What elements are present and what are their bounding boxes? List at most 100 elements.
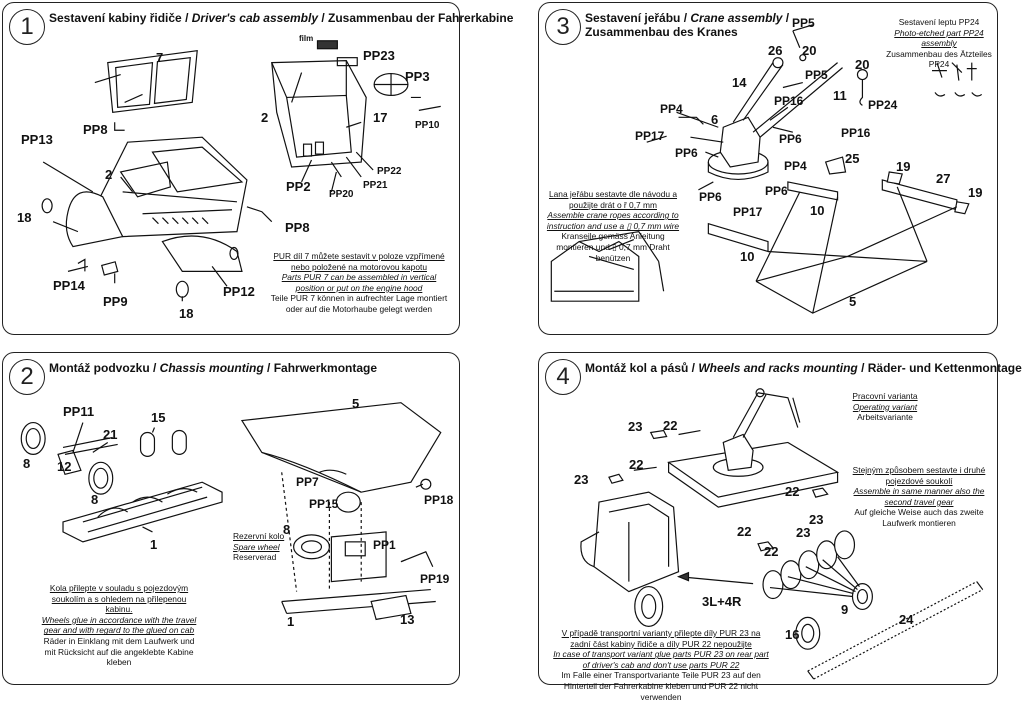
part-label: 10 — [740, 249, 755, 264]
part-label: 1 — [287, 614, 295, 629]
part-label: 5 — [352, 396, 360, 411]
step-number: 4 — [545, 359, 581, 395]
part-label: PP2 — [286, 179, 311, 194]
part-label: PP21 — [363, 180, 388, 191]
part-label: 22 — [663, 418, 678, 433]
part-label: 7 — [156, 50, 164, 65]
title-de: / Zusammenbau der Fahrerkabine — [318, 11, 514, 25]
title-cz: Montáž kol a pásů / — [585, 361, 699, 375]
part-label: PP6 — [699, 190, 722, 204]
part-label: PP12 — [223, 284, 255, 299]
assembly-note: PUR díl 7 můžete sestavit v poloze vzpří… — [270, 251, 448, 314]
part-label: 25 — [845, 151, 860, 166]
step-title: Montáž podvozku / Chassis mounting / Fah… — [49, 361, 377, 375]
part-label: 8 — [23, 456, 31, 471]
part-label: 8 — [283, 522, 291, 537]
part-label: 19 — [968, 185, 983, 200]
part-label: PP8 — [285, 220, 310, 235]
spare-wheel-label: Rezervní kolo Spare wheel Reserverad — [233, 531, 285, 563]
part-label: PP6 — [675, 146, 698, 160]
operating-variant-label: Pracovní varianta Operating variant Arbe… — [852, 391, 918, 423]
cab-assembly-drawing — [41, 40, 441, 302]
part-label: 2 — [105, 167, 113, 182]
part-label: PP11 — [63, 404, 95, 419]
step-number: 1 — [9, 9, 45, 45]
part-label: 9 — [841, 602, 849, 617]
part-label: PP6 — [779, 132, 802, 146]
part-label: PP17 — [733, 205, 763, 219]
part-label: 24 — [899, 612, 914, 627]
part-label: PP23 — [363, 48, 395, 63]
part-label: PP9 — [103, 294, 128, 309]
part-label: PP3 — [405, 69, 430, 84]
part-label: PP18 — [424, 493, 454, 507]
part-label: PP4 — [784, 159, 807, 173]
wheels-tracks-drawing — [580, 388, 984, 680]
title-de: / Zusammenbau des Kranes — [585, 11, 790, 39]
title-de: / Räder- und Kettenmontage — [857, 361, 1022, 375]
part-label: PP14 — [53, 278, 85, 293]
title-en: Wheels and racks mounting — [698, 361, 858, 375]
step-3-panel: 3 Sestavení jeřábu / Crane assembly / Zu… — [538, 2, 998, 335]
title-en: Chassis mounting — [159, 361, 264, 375]
part-label: 20 — [855, 57, 870, 72]
part-label: PP1 — [373, 538, 396, 552]
step-number: 2 — [9, 359, 45, 395]
part-label: PP6 — [765, 184, 788, 198]
step-title: Sestavení kabiny řidiče / Driver's cab a… — [49, 11, 513, 25]
step-2-panel: 2 Montáž podvozku / Chassis mounting / F… — [2, 352, 460, 685]
part-label: PP4 — [660, 102, 683, 116]
part-label: 11 — [833, 88, 847, 103]
part-label: 23 — [796, 525, 811, 540]
part-label: 15 — [151, 410, 166, 425]
part-label: 23 — [809, 512, 824, 527]
part-label: PP24 — [868, 98, 898, 112]
part-label: 23 — [628, 419, 643, 434]
part-label: 8 — [91, 492, 99, 507]
transport-variant-note: V případě transportní varianty přilepte … — [553, 628, 769, 702]
part-label: 22 — [785, 484, 800, 499]
step-title: Montáž kol a pásů / Wheels and racks mou… — [585, 361, 1022, 375]
part-label: PP22 — [377, 166, 402, 177]
crane-assembly-drawing — [550, 24, 983, 314]
part-label: PP16 — [774, 94, 804, 108]
part-label: 19 — [896, 159, 911, 174]
ropes-note: Lana jeřábu sestavte dle návodu a použij… — [546, 189, 680, 263]
part-label: film — [299, 34, 314, 43]
part-label: 22 — [629, 457, 644, 472]
part-label: 10 — [810, 203, 825, 218]
title-cz: Sestavení kabiny řidiče / — [49, 11, 192, 25]
chassis-drawing — [20, 402, 442, 621]
part-label: 17 — [373, 110, 388, 125]
step-number: 3 — [545, 9, 581, 45]
part-label: 6 — [711, 112, 719, 127]
part-label: 20 — [802, 43, 817, 58]
part-label: PP7 — [296, 475, 319, 489]
part-label: 22 — [737, 524, 752, 539]
part-label: 1 — [150, 537, 158, 552]
part-label: 5 — [849, 294, 857, 309]
part-label: 3L+4R — [702, 594, 742, 609]
second-gear-note: Stejným způsobem sestavte i druhé pojezd… — [852, 465, 986, 528]
part-label: 18 — [179, 306, 194, 321]
part-label: PP10 — [415, 120, 440, 131]
part-label: PP5 — [792, 16, 815, 30]
part-label: 14 — [732, 75, 747, 90]
step-1-panel: 1 Sestavení kabiny řidiče / Driver's cab… — [2, 2, 513, 335]
title-en: Driver's cab assembly — [191, 11, 318, 25]
part-label: PP20 — [329, 189, 354, 200]
title-en: Crane assembly — [690, 11, 783, 25]
part-label: PP5 — [805, 68, 828, 82]
part-label: 16 — [785, 627, 800, 642]
title-cz: Montáž podvozku / — [49, 361, 160, 375]
title-cz: Sestavení jeřábu / — [585, 11, 691, 25]
part-label: PP13 — [21, 132, 53, 147]
part-label: 23 — [574, 472, 589, 487]
part-label: 13 — [400, 612, 415, 627]
part-label: PP19 — [420, 572, 450, 586]
wheels-note: Kola přilepte v souladu s pojezdovým sou… — [41, 583, 197, 668]
part-label: 21 — [103, 427, 118, 442]
pp24-note: Sestavení leptu PP24 Photo-etched part P… — [886, 17, 992, 70]
part-label: 12 — [57, 459, 72, 474]
step-title: Sestavení jeřábu / Crane assembly / Zusa… — [585, 11, 815, 39]
